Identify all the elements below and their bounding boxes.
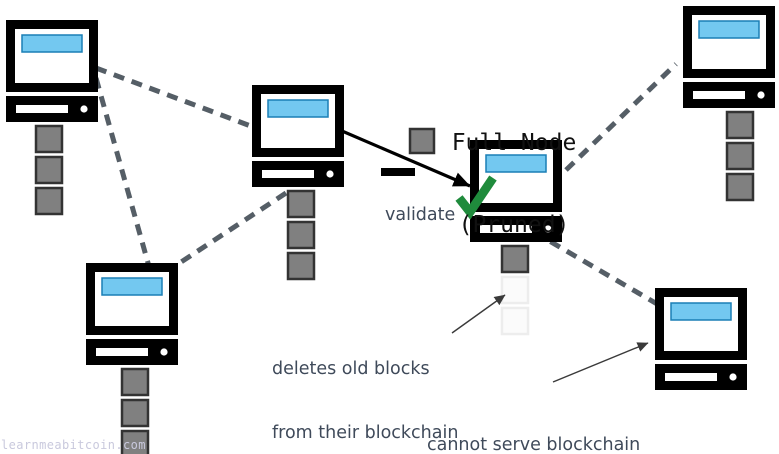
node-middle [252, 85, 344, 281]
link-topleft-to-bottomleft [93, 77, 153, 271]
node-bottom-left-power-led-icon [160, 348, 168, 356]
node-bottom-left-block [120, 429, 150, 454]
node-pruned-full-power-led-icon [544, 225, 552, 233]
node-pruned-full [470, 140, 562, 336]
node-top-right-block [725, 172, 755, 202]
note-cannot-serve-blockchain: cannot serve blockchain to new nodes [427, 392, 640, 454]
node-pruned-full-drive-slot [480, 225, 532, 233]
link-topleft-to-middle [95, 65, 257, 131]
node-middle-power-led-icon [326, 170, 334, 178]
node-bottom-right [655, 288, 747, 390]
full-node-title-line2: (Pruned) [458, 211, 570, 238]
node-top-right-screen-blue-bar [698, 20, 760, 39]
annotation-arrow-deletes [451, 294, 506, 334]
node-bottom-left [86, 263, 178, 454]
link-middle-to-bottomleft [170, 190, 288, 271]
node-middle-screen-blue-bar [267, 99, 329, 118]
node-top-left-drive-slot [16, 105, 68, 113]
note-cannot-line1: cannot serve blockchain [427, 434, 641, 454]
node-top-right-block [725, 110, 755, 140]
validate-label: validate [385, 205, 456, 225]
transferred-block-dash [381, 168, 415, 176]
node-top-left-screen-blue-bar [21, 34, 83, 53]
note-deletes-old-blocks: deletes old blocks from their blockchain [272, 316, 458, 454]
validate-check-icon [455, 175, 497, 220]
node-middle-drive-slot [262, 170, 314, 178]
node-bottom-left-block [120, 367, 150, 397]
node-top-left-block [34, 155, 64, 185]
link-pruned-to-bottomright [532, 229, 666, 311]
node-pruned-full-block-deleted [500, 306, 530, 336]
node-top-right-power-led-icon [757, 91, 765, 99]
node-bottom-left-screen-blue-bar [101, 277, 163, 296]
node-top-left-power-led-icon [80, 105, 88, 113]
node-top-left [6, 20, 98, 216]
full-node-title: Full Node (Pruned) [424, 76, 604, 293]
node-pruned-full-block-deleted [500, 275, 530, 305]
node-top-right [683, 6, 775, 202]
node-bottom-right-drive-slot [665, 373, 717, 381]
node-bottom-right-screen-blue-bar [670, 302, 732, 321]
transferred-block [408, 127, 436, 155]
node-middle-block [286, 251, 316, 281]
note-deletes-line1: deletes old blocks [272, 358, 430, 379]
node-bottom-left-block [120, 398, 150, 428]
node-middle-block [286, 220, 316, 250]
block-transfer-arrow [341, 129, 471, 188]
node-bottom-right-power-led-icon [729, 373, 737, 381]
node-middle-block [286, 189, 316, 219]
full-node-title-line1: Full Node [451, 130, 577, 157]
annotation-arrow-cannot-serve [552, 342, 649, 383]
watermark-learnmeabitcoin: learnmeabitcoin.com [1, 438, 146, 452]
node-top-right-drive-slot [693, 91, 745, 99]
node-pruned-full-block [500, 244, 530, 274]
node-top-left-block [34, 186, 64, 216]
node-bottom-left-drive-slot [96, 348, 148, 356]
link-pruned-to-topright [564, 62, 678, 172]
node-top-left-block [34, 124, 64, 154]
node-pruned-full-screen-blue-bar [485, 154, 547, 173]
note-deletes-line2: from their blockchain [272, 422, 459, 443]
node-top-right-block [725, 141, 755, 171]
